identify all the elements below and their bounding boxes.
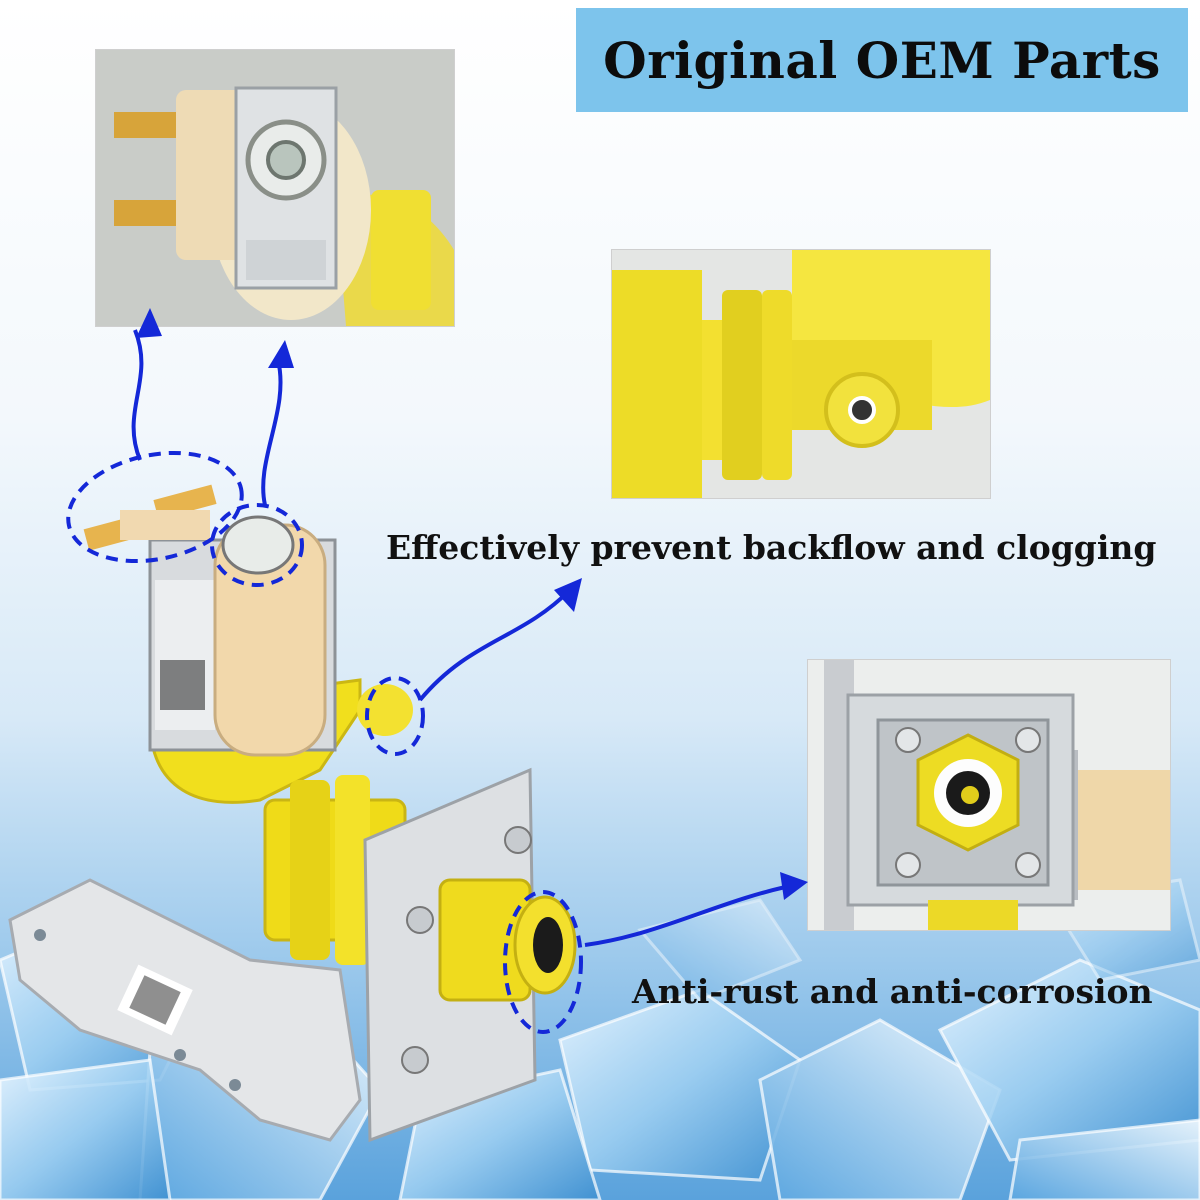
inlet-fitting-bracket-icon [808, 660, 1170, 930]
plunger-arrowhead-icon [268, 340, 294, 368]
inlet-arrowhead-icon [780, 872, 808, 900]
water-valve-product [8, 484, 577, 1143]
outlet-arrowhead-icon [554, 578, 582, 612]
inlet-arrow-line [584, 883, 796, 947]
terminal-arrow-line [131, 329, 144, 461]
plunger-callout-ring [210, 503, 304, 587]
inlet-callout-ring [503, 890, 583, 1034]
terminal-closeup-photo [96, 50, 454, 326]
banner-title: Original OEM Parts [603, 30, 1161, 90]
outlet-closeup-photo [612, 250, 990, 498]
mounting-bracket [8, 878, 362, 1142]
outlet-callout-ring [365, 676, 425, 756]
solenoid-terminals-icon [96, 50, 454, 326]
outlet-arrow-line [418, 588, 572, 702]
title-banner: Original OEM Parts [576, 8, 1188, 112]
terminal-callout-ring [66, 450, 244, 564]
inlet-closeup-photo [808, 660, 1170, 930]
yellow-outlet-nozzle-icon [612, 250, 990, 498]
rust-caption: Anti-rust and anti-corrosion [632, 972, 1153, 1011]
plunger-arrow-line [261, 359, 283, 506]
backflow-caption: Effectively prevent backflow and cloggin… [386, 528, 1157, 567]
terminal-arrowhead-icon [136, 308, 162, 338]
